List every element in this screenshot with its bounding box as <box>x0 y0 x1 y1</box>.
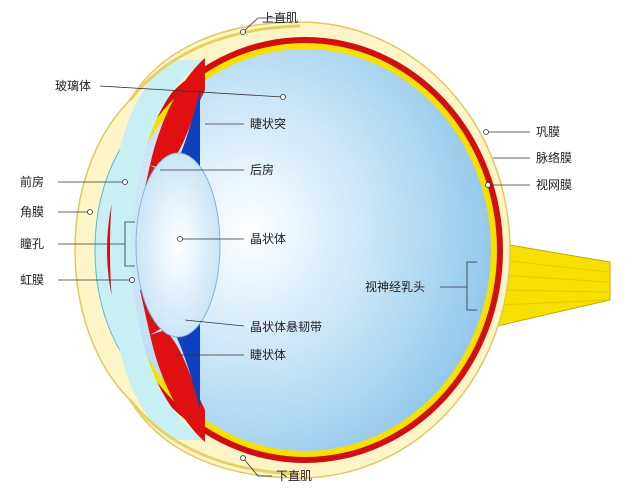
anterior-segment <box>110 60 205 440</box>
label-optic-disc: 视神经乳头 <box>365 280 426 294</box>
ciliary-body-lower <box>150 330 205 442</box>
label-choroid: 脉络膜 <box>536 151 573 165</box>
optic-nerve-fibers <box>499 259 609 306</box>
label-ciliary-process: 睫状突 <box>250 117 287 131</box>
label-vitreous: 玻璃体 <box>55 79 92 93</box>
lens <box>135 152 221 338</box>
label-ciliary-body: 睫状体 <box>250 348 287 362</box>
ciliary-body-upper <box>150 58 205 170</box>
label-pupil: 瞳孔 <box>20 237 45 251</box>
label-anterior-chamber: 前房 <box>20 175 45 189</box>
vitreous-body <box>119 49 491 451</box>
label-iris: 虹膜 <box>20 273 45 287</box>
label-cornea: 角膜 <box>20 205 45 219</box>
label-inferior-rectus: 下直肌 <box>276 469 313 483</box>
zonule-lower <box>170 322 200 410</box>
label-zonule: 晶状体悬韧带 <box>250 320 323 334</box>
label-retina: 视网膜 <box>536 178 573 192</box>
label-superior-rectus: 上直肌 <box>262 11 299 25</box>
label-lens: 晶状体 <box>250 232 287 246</box>
zonule-upper <box>170 90 200 178</box>
inferior-rectus-muscle <box>128 399 301 476</box>
label-sclera: 巩膜 <box>536 125 561 139</box>
label-posterior-chamber: 后房 <box>250 163 275 177</box>
leader-lines <box>58 17 530 477</box>
superior-rectus-muscle <box>128 24 301 101</box>
